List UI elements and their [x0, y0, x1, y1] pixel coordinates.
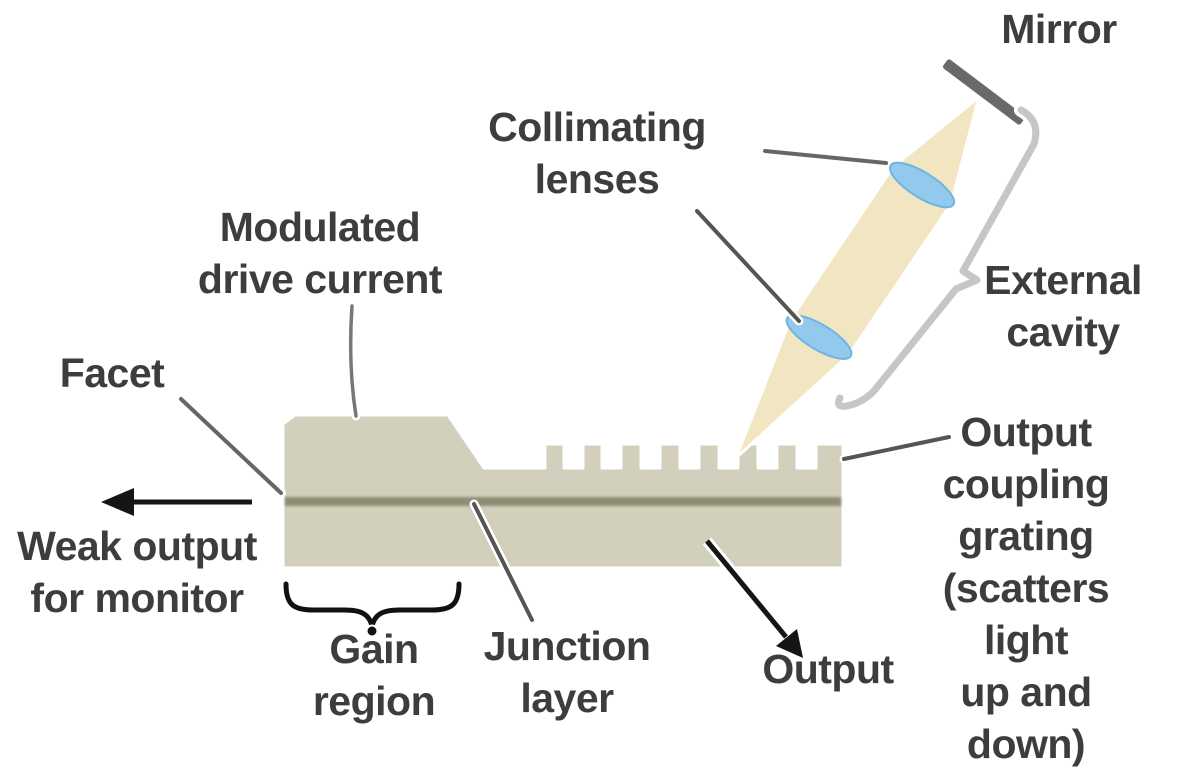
gain-region-brace — [280, 578, 465, 638]
facet-leader-line — [179, 397, 283, 495]
output-arrow — [702, 537, 807, 664]
junction-layer-leader-line — [472, 502, 534, 622]
output-label: Output — [762, 646, 894, 692]
mirror-bar — [939, 56, 1029, 128]
external-cavity-label: External cavity — [984, 257, 1142, 355]
laser-chip-shape — [281, 413, 845, 570]
weak-output-arrow — [93, 481, 252, 523]
output-coupling-grating-label: Output coupling grating (scatters light … — [942, 409, 1110, 767]
weak-output-label: Weak output for monitor — [17, 523, 257, 621]
gain-region-label: Gain region — [312, 626, 436, 724]
collimating-lens-leader-lower — [695, 209, 801, 323]
facet-label: Facet — [59, 350, 165, 396]
collimating-lenses-label: Collimating lenses — [488, 104, 706, 202]
leader-lines — [176, 146, 954, 625]
mirror-label: Mirror — [1001, 6, 1117, 52]
collimating-lens-upper — [888, 161, 956, 209]
collimating-lens-lower — [785, 314, 853, 360]
drive-current-leader-line — [348, 304, 358, 418]
collimating-lens-leader-upper — [763, 149, 888, 165]
grating-leader-line — [842, 435, 951, 461]
junction-layer-label: Junction layer — [483, 623, 651, 721]
junction-layer-band — [285, 497, 841, 506]
external-cavity-bracket — [835, 106, 1040, 410]
modulated-drive-current-label: Modulated drive current — [197, 204, 443, 302]
